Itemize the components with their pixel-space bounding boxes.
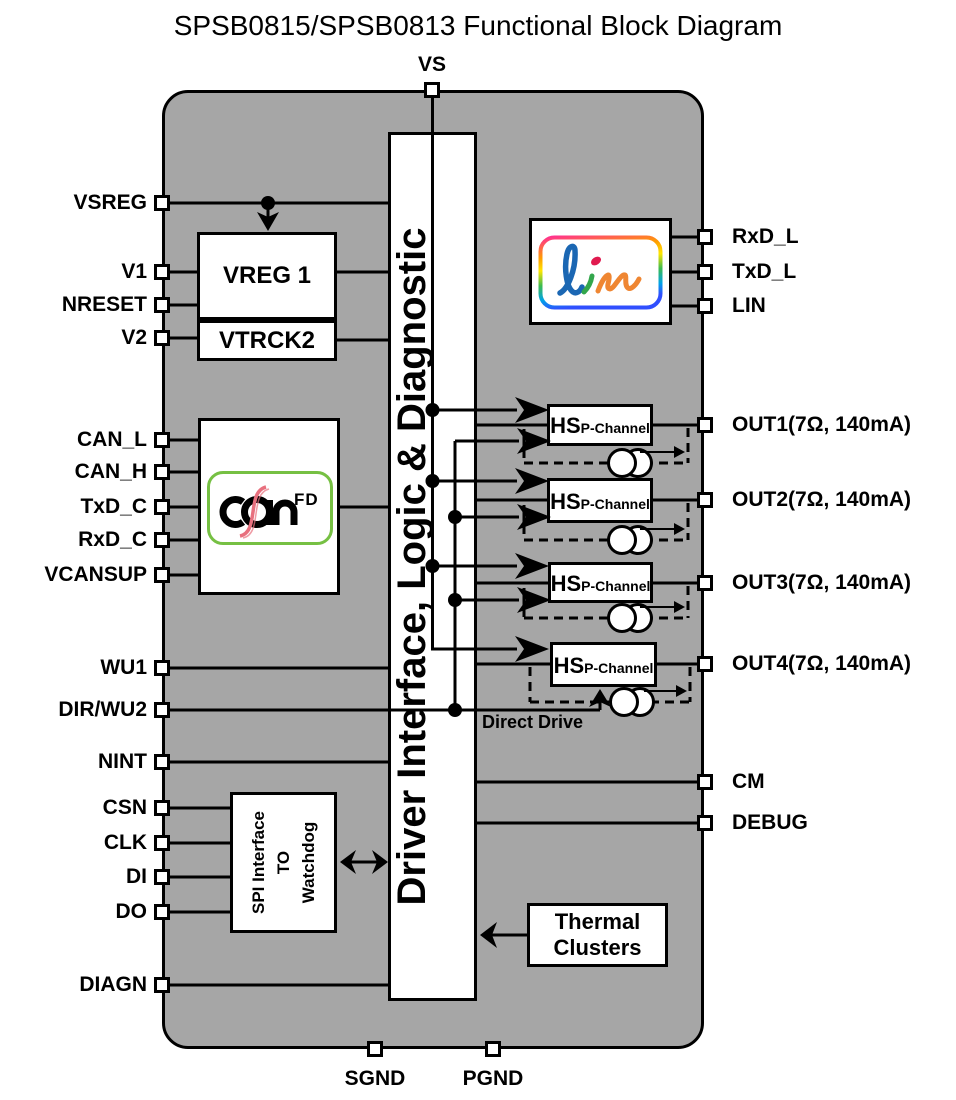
pin-label-nint: NINT bbox=[98, 750, 147, 773]
pin-label-out2: OUT2(7Ω, 140mA) bbox=[732, 488, 912, 511]
pin-square-rxd-l bbox=[697, 229, 713, 245]
pin-square-v2 bbox=[154, 330, 170, 346]
pin-square-pgnd bbox=[485, 1041, 501, 1057]
hs3-subtitle: P-Channel bbox=[581, 578, 651, 594]
pin-square-vs bbox=[424, 82, 440, 98]
hs4-title: HS bbox=[553, 653, 585, 678]
pin-label-v2: V2 bbox=[121, 326, 147, 349]
direct-drive-label: Direct Drive bbox=[482, 712, 584, 732]
pin-label-cm: CM bbox=[732, 770, 765, 793]
pin-label-debug: DEBUG bbox=[732, 811, 808, 834]
pin-square-clk bbox=[154, 835, 170, 851]
thermal-label-line2: Clusters bbox=[553, 935, 642, 960]
block-vtrck2: VTRCK2 bbox=[197, 320, 337, 361]
pin-label-txd-c: TxD_C bbox=[80, 495, 147, 518]
pin-label-csn: CSN bbox=[102, 796, 147, 819]
pin-label-txd-l: TxD_L bbox=[732, 260, 797, 283]
pin-square-debug bbox=[697, 815, 713, 831]
can-fd-logo bbox=[207, 471, 333, 545]
pin-square-txd-c bbox=[154, 499, 170, 515]
pin-label-lin: LIN bbox=[732, 294, 766, 317]
pin-square-vcansup bbox=[154, 567, 170, 583]
pin-label-rxd-l: RxD_L bbox=[732, 225, 799, 248]
can-logo-letters-icon bbox=[219, 485, 298, 539]
current-source-symbols bbox=[607, 448, 655, 717]
pin-label-rxd-c: RxD_C bbox=[78, 528, 147, 551]
lin-logo-icon bbox=[538, 235, 663, 310]
dashed-feedback-wires bbox=[522, 428, 692, 704]
pin-square-out1 bbox=[697, 417, 713, 433]
block-vtrck2-label: VTRCK2 bbox=[218, 326, 315, 354]
pin-label-dir-wu2: DIR/WU2 bbox=[58, 698, 147, 721]
hs1-subtitle: P-Channel bbox=[580, 420, 650, 436]
pin-square-dir-wu2 bbox=[154, 702, 170, 718]
pin-label-diagn: DIAGN bbox=[79, 973, 147, 996]
pin-label-can-h: CAN_H bbox=[74, 460, 147, 483]
hs2-title: HS bbox=[550, 489, 581, 514]
pin-square-v1 bbox=[154, 264, 170, 280]
pin-square-sgnd bbox=[367, 1041, 383, 1057]
pin-label-vs: VS bbox=[417, 53, 446, 76]
pin-square-can-l bbox=[154, 432, 170, 448]
pin-square-csn bbox=[154, 800, 170, 816]
pin-square-do bbox=[154, 904, 170, 920]
pin-label-v1: V1 bbox=[121, 260, 147, 283]
pin-square-can-h bbox=[154, 464, 170, 480]
pin-label-nreset: NRESET bbox=[61, 293, 147, 316]
pin-label-di: DI bbox=[126, 865, 147, 888]
current-direction-arrows bbox=[640, 446, 687, 697]
pin-square-cm bbox=[697, 774, 713, 790]
pin-label-can-l: CAN_L bbox=[76, 428, 147, 451]
hs2-subtitle: P-Channel bbox=[580, 496, 650, 512]
block-thermal-clusters: Thermal Clusters bbox=[527, 903, 668, 967]
pin-square-nreset bbox=[154, 297, 170, 313]
pin-square-txd-l bbox=[697, 264, 713, 280]
pin-label-out1: OUT1(7Ω, 140mA) bbox=[732, 413, 912, 436]
pin-square-di bbox=[154, 869, 170, 885]
pin-square-out3 bbox=[697, 575, 713, 591]
thermal-label-line1: Thermal bbox=[554, 909, 641, 934]
pin-square-lin bbox=[697, 298, 713, 314]
pin-label-out3: OUT3(7Ω, 140mA) bbox=[732, 571, 912, 594]
pin-square-diagn bbox=[154, 977, 170, 993]
lin-logo-svg bbox=[538, 235, 663, 310]
junction-dots bbox=[261, 196, 462, 717]
can-fd-label: FD bbox=[294, 490, 319, 509]
hs1-title: HS bbox=[550, 413, 581, 438]
pin-label-pgnd: PGND bbox=[462, 1067, 524, 1090]
pin-square-out4 bbox=[697, 656, 713, 672]
pin-label-clk: CLK bbox=[103, 831, 147, 854]
hs3-title: HS bbox=[550, 571, 582, 596]
pin-label-sgnd: SGND bbox=[344, 1067, 406, 1090]
block-vreg1: VREG 1 bbox=[197, 232, 337, 320]
pin-label-vsreg: VSREG bbox=[73, 191, 147, 214]
pin-square-out2 bbox=[697, 492, 713, 508]
pin-square-nint bbox=[154, 754, 170, 770]
block-vreg1-label: VREG 1 bbox=[222, 262, 312, 289]
pin-label-out4: OUT4(7Ω, 140mA) bbox=[732, 652, 912, 675]
arrowheads bbox=[257, 212, 611, 948]
diagram-title: SPSB0815/SPSB0813 Functional Block Diagr… bbox=[173, 10, 783, 41]
block-spi-watchdog bbox=[230, 792, 337, 933]
hs4-subtitle: P-Channel bbox=[584, 660, 654, 676]
pin-square-rxd-c bbox=[154, 532, 170, 548]
pin-label-wu1: WU1 bbox=[100, 656, 147, 679]
pin-label-do: DO bbox=[115, 900, 148, 923]
pin-square-vsreg bbox=[154, 195, 170, 211]
pin-label-vcansup: VCANSUP bbox=[44, 563, 147, 586]
pin-square-wu1 bbox=[154, 660, 170, 676]
